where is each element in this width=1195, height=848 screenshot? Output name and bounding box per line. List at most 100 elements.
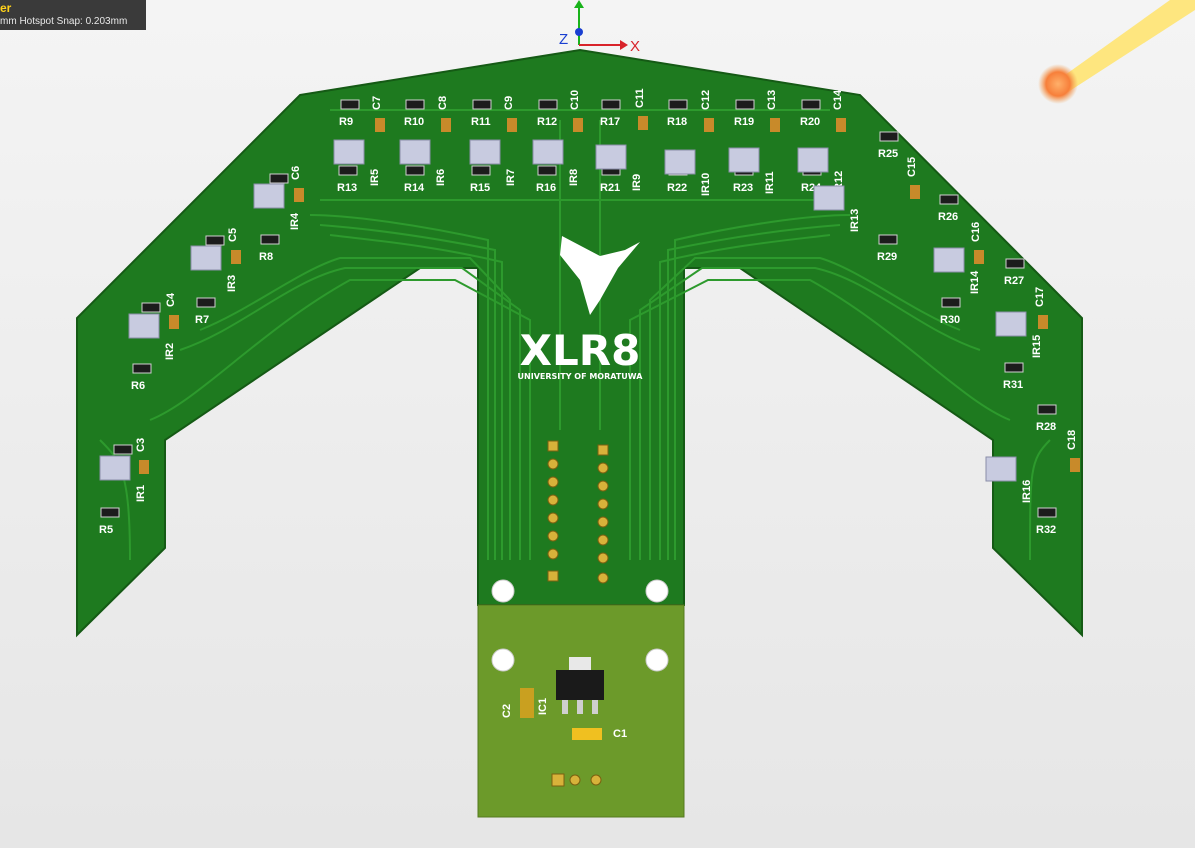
resistor-r32[interactable]: [1037, 507, 1057, 518]
silkscreen-label: IR10: [700, 173, 712, 196]
capacitor-c13[interactable]: [770, 118, 780, 132]
silkscreen-label: C17: [1034, 287, 1046, 307]
capacitor-c7[interactable]: [375, 118, 385, 132]
capacitor-c8[interactable]: [441, 118, 451, 132]
resistor-r28[interactable]: [1037, 404, 1057, 415]
light-source-icon[interactable]: [1038, 0, 1195, 104]
voltage-regulator[interactable]: [556, 657, 604, 714]
resistor-r14[interactable]: [405, 165, 425, 176]
capacitor-c12[interactable]: [704, 118, 714, 132]
resistor-r31[interactable]: [1004, 362, 1024, 373]
silkscreen-label: C1: [613, 728, 627, 740]
resistor-r17[interactable]: [601, 99, 621, 110]
silkscreen-label: IR15: [1031, 335, 1043, 358]
capacitor-c15[interactable]: [910, 185, 920, 199]
silkscreen-label: R29: [877, 251, 897, 263]
silkscreen-label: C6: [290, 166, 302, 180]
silkscreen-label: C2: [501, 704, 513, 718]
resistor-r10[interactable]: [405, 99, 425, 110]
capacitor-c3[interactable]: [139, 460, 149, 474]
silkscreen-label: IR14: [969, 270, 981, 294]
power-connector: [551, 773, 602, 787]
ir-sensor-ir6[interactable]: [399, 139, 431, 165]
capacitor-c17[interactable]: [1038, 315, 1048, 329]
capacitor-c10[interactable]: [573, 118, 583, 132]
resistor-r15[interactable]: [471, 165, 491, 176]
resistor-r18[interactable]: [668, 99, 688, 110]
axis-gizmo[interactable]: X Z: [559, 0, 640, 55]
capacitor-c16[interactable]: [974, 250, 984, 264]
silkscreen-label: R21: [600, 182, 620, 194]
resistor-r29[interactable]: [878, 234, 898, 245]
silkscreen-label: R32: [1036, 524, 1056, 536]
resistor-r5[interactable]: [100, 507, 120, 518]
silkscreen-label: R11: [471, 116, 491, 128]
ir-sensor-ir10[interactable]: [664, 149, 696, 175]
silkscreen-label: C16: [970, 222, 982, 242]
resistor-r25[interactable]: [879, 131, 899, 142]
ir-sensor-ir12[interactable]: [797, 147, 829, 173]
silkscreen-label: C8: [437, 96, 449, 110]
silkscreen-label: R26: [938, 211, 958, 223]
silkscreen-label: C18: [1066, 430, 1078, 450]
silkscreen-label: R19: [734, 116, 754, 128]
resistor-r7[interactable]: [196, 297, 216, 308]
silkscreen-label: R14: [404, 182, 425, 194]
ir-sensor-ir7[interactable]: [469, 139, 501, 165]
ir-sensor-ir5[interactable]: [333, 139, 365, 165]
ir-sensor-ir1[interactable]: [99, 455, 131, 481]
capacitor-c14[interactable]: [836, 118, 846, 132]
silkscreen-label: R31: [1003, 379, 1023, 391]
silkscreen-label: R30: [940, 314, 960, 326]
silkscreen-label: R22: [667, 182, 687, 194]
resistor-r4[interactable]: [269, 173, 289, 184]
resistor-r11[interactable]: [472, 99, 492, 110]
capacitor-c5[interactable]: [231, 250, 241, 264]
silkscreen-label: IR3: [226, 275, 238, 292]
capacitor-c18[interactable]: [1070, 458, 1080, 472]
silkscreen-label: IR6: [435, 169, 447, 186]
ir-sensor-ir16[interactable]: [985, 456, 1017, 482]
silkscreen-label: IR13: [849, 209, 861, 232]
silkscreen-label: C13: [766, 90, 778, 110]
resistor-r12[interactable]: [538, 99, 558, 110]
capacitor-c4[interactable]: [169, 315, 179, 329]
resistor-r13[interactable]: [338, 165, 358, 176]
silkscreen-label: R25: [878, 148, 898, 160]
silkscreen-label: IC1: [537, 698, 549, 715]
resistor-r2[interactable]: [141, 302, 161, 313]
silkscreen-label: R15: [470, 182, 490, 194]
ir-sensor-ir11[interactable]: [728, 147, 760, 173]
component-parts: R9C7R10C8R11C9R12C10R17C11R18C12R19C13R2…: [99, 88, 1080, 740]
resistor-r6[interactable]: [132, 363, 152, 374]
ir-sensor-ir2[interactable]: [128, 313, 160, 339]
resistor-r8[interactable]: [260, 234, 280, 245]
ir-sensor-ir13[interactable]: [813, 185, 845, 211]
capacitor-c11[interactable]: [638, 116, 648, 130]
ir-sensor-ir14[interactable]: [933, 247, 965, 273]
hud-snap-text: mm Hotspot Snap: 0.203mm: [0, 16, 128, 27]
ir-sensor-ir4[interactable]: [253, 183, 285, 209]
resistor-r16[interactable]: [537, 165, 557, 176]
resistor-r19[interactable]: [735, 99, 755, 110]
ir-sensor-ir9[interactable]: [595, 144, 627, 170]
resistor-r30[interactable]: [941, 297, 961, 308]
resistor-r27[interactable]: [1005, 258, 1025, 269]
ir-sensor-ir3[interactable]: [190, 245, 222, 271]
resistor-r26[interactable]: [939, 194, 959, 205]
resistor-r20[interactable]: [801, 99, 821, 110]
capacitor-c9[interactable]: [507, 118, 517, 132]
silkscreen-label: C11: [634, 88, 646, 108]
ir-sensor-ir15[interactable]: [995, 311, 1027, 337]
resistor-r3[interactable]: [205, 235, 225, 246]
capacitor-c2[interactable]: [520, 688, 534, 718]
resistor-r9[interactable]: [340, 99, 360, 110]
ir-sensor-ir8[interactable]: [532, 139, 564, 165]
silkscreen-label: IR9: [631, 174, 643, 191]
resistor-r1[interactable]: [113, 444, 133, 455]
silkscreen-label: R10: [404, 116, 424, 128]
capacitor-c1[interactable]: [572, 728, 602, 740]
axis-z-label: Z: [559, 31, 568, 48]
capacitor-c6[interactable]: [294, 188, 304, 202]
